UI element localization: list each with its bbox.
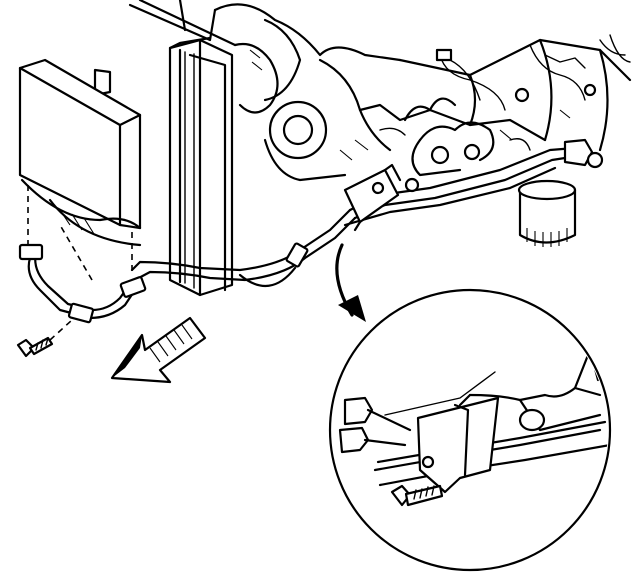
bolt — [390, 484, 444, 507]
radiator — [168, 36, 234, 297]
line-bracket — [343, 163, 420, 232]
engine-block — [128, 0, 632, 182]
direction-arrow — [110, 316, 207, 384]
oil-cooler-lines — [18, 138, 604, 324]
bolt-icon — [16, 319, 73, 358]
line-bracket — [416, 396, 500, 494]
oil-cooler — [18, 58, 142, 281]
oil-filter — [517, 179, 577, 247]
detail-callout-arrow — [335, 243, 366, 322]
detail-view — [328, 288, 612, 572]
